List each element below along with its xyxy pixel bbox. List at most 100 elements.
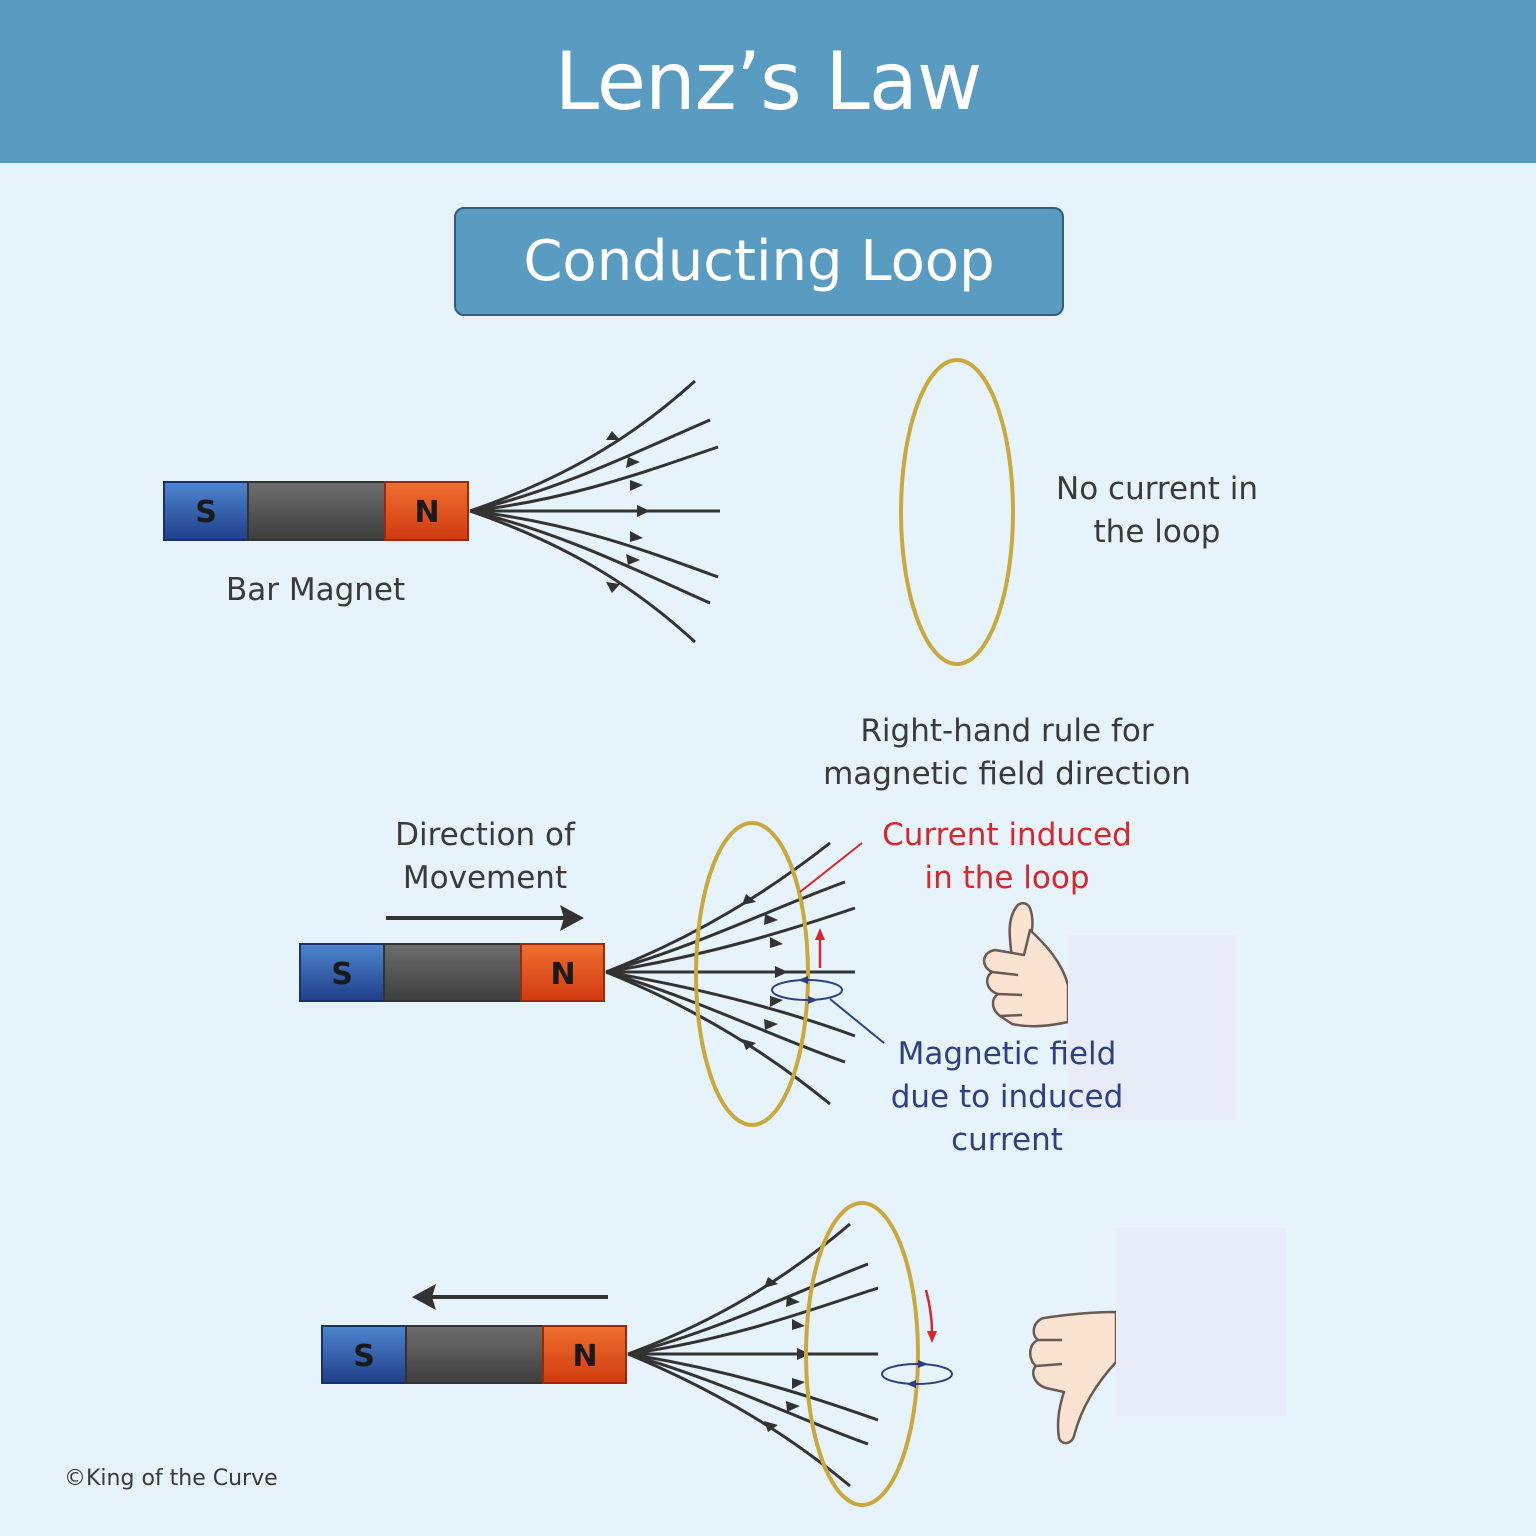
arrow-right-icon — [560, 905, 584, 931]
thumbs-down-hand-icon — [1029, 1310, 1118, 1445]
field-line — [605, 906, 856, 974]
sleeve-panel-1 — [1068, 935, 1236, 1120]
magnetic-field-line-2: due to induced — [890, 1079, 1124, 1115]
conducting-loop-3 — [804, 1201, 920, 1507]
south-label: S — [195, 495, 217, 530]
induced-field-loop-2 — [771, 976, 843, 1004]
induced-current-arrow-down — [924, 1289, 937, 1343]
field-arrow-icon — [742, 1039, 756, 1050]
field-line — [469, 418, 711, 513]
field-line — [627, 1262, 869, 1356]
field-line — [627, 1352, 851, 1488]
induced-current-arrow-up — [815, 928, 825, 968]
field-arrow-icon — [775, 966, 788, 978]
field-arrow-icon — [797, 1348, 810, 1360]
north-pole — [520, 943, 605, 1002]
copyright-text: ©King of the Curve — [64, 1466, 278, 1491]
north-pole — [384, 481, 469, 541]
magnetic-field-line-1: Magnetic field — [897, 1036, 1117, 1072]
field-arrow-icon — [770, 996, 783, 1007]
field-arrow-icon — [764, 1277, 778, 1288]
field-arrow-icon — [770, 937, 783, 948]
current-induced-label: Current induced in the loop — [877, 814, 1137, 900]
field-line — [605, 970, 846, 1064]
magnetic-field-label: Magnetic field due to induced current — [882, 1033, 1132, 1162]
field-arrow-icon — [637, 505, 650, 517]
field-arrow-icon — [626, 554, 640, 565]
no-current-label: No current in the loop — [1052, 468, 1262, 554]
field-arrows-1 — [606, 431, 650, 593]
pointer-line-field — [829, 998, 885, 1044]
field-arrow-icon — [606, 431, 620, 440]
current-induced-line-1: Current induced — [882, 817, 1132, 853]
field-line — [469, 509, 697, 644]
north-label: N — [572, 1339, 597, 1374]
direction-line-2: Movement — [402, 860, 568, 896]
field-line — [627, 1352, 879, 1422]
north-label: N — [414, 495, 439, 530]
no-current-line-2: the loop — [1093, 514, 1221, 550]
pointer-line-current — [799, 842, 863, 893]
field-lines-3 — [627, 1222, 879, 1488]
field-arrows-2 — [742, 894, 788, 1050]
right-hand-rule-label: Right-hand rule for magnetic field direc… — [822, 710, 1192, 796]
field-arrow-icon — [606, 582, 620, 593]
field-arrow-icon — [792, 1319, 805, 1330]
current-induced-line-2: in the loop — [924, 860, 1090, 896]
thumbs-up-hand-icon — [982, 902, 1070, 1028]
magnet-body — [247, 481, 386, 541]
field-arrow-icon — [786, 1296, 800, 1307]
field-line — [469, 509, 711, 605]
no-current-line-1: No current in — [1056, 471, 1258, 507]
conducting-loop-1 — [899, 358, 1015, 666]
sleeve-panel-2 — [1116, 1228, 1286, 1416]
conducting-loop-2 — [694, 821, 810, 1127]
field-arrow-icon — [630, 531, 643, 542]
bar-magnet-label: Bar Magnet — [226, 572, 406, 608]
direction-line-1: Direction of — [395, 817, 575, 853]
direction-of-movement-label: Direction of Movement — [380, 814, 590, 900]
south-pole — [299, 943, 385, 1002]
field-arrow-icon — [786, 1401, 800, 1412]
south-label: S — [353, 1339, 375, 1374]
field-arrow-icon — [630, 480, 643, 491]
south-label: S — [331, 957, 353, 992]
field-line — [627, 1286, 879, 1356]
magnet-3: S N — [321, 1325, 627, 1384]
field-line — [627, 1352, 869, 1446]
magnet-body — [383, 943, 522, 1002]
field-lines-2 — [605, 841, 856, 1106]
movement-arrow-left — [412, 1284, 608, 1310]
field-line — [469, 379, 697, 513]
north-pole — [542, 1325, 627, 1384]
field-line — [605, 970, 856, 1038]
right-hand-rule-line-1: Right-hand rule for — [860, 713, 1154, 749]
field-arrow-icon — [764, 914, 778, 925]
induced-field-loop-3 — [881, 1360, 953, 1388]
field-line — [469, 509, 719, 579]
south-pole — [163, 481, 249, 541]
movement-arrow-right — [386, 905, 584, 931]
field-line — [605, 880, 846, 974]
subtitle-text: Conducting Loop — [523, 229, 995, 294]
field-line — [469, 445, 719, 513]
field-line — [627, 1222, 851, 1356]
field-arrow-icon — [742, 894, 756, 905]
field-line — [605, 970, 831, 1106]
field-arrow-icon — [792, 1378, 805, 1389]
magnet-1: S N — [163, 481, 469, 541]
page-title: Lenz’s Law — [554, 35, 983, 128]
field-line — [605, 841, 831, 974]
right-hand-rule-line-2: magnetic field direction — [823, 756, 1191, 792]
magnetic-field-line-3: current — [951, 1122, 1063, 1158]
field-lines-1 — [469, 379, 720, 644]
magnet-2: S N — [299, 943, 605, 1002]
field-arrow-icon — [626, 457, 640, 468]
field-arrows-3 — [764, 1277, 810, 1432]
magnet-body — [405, 1325, 544, 1384]
field-arrow-icon — [764, 1019, 778, 1030]
arrow-left-icon — [412, 1284, 436, 1310]
subtitle-box: Conducting Loop — [454, 207, 1064, 316]
header-banner: Lenz’s Law — [0, 0, 1536, 163]
